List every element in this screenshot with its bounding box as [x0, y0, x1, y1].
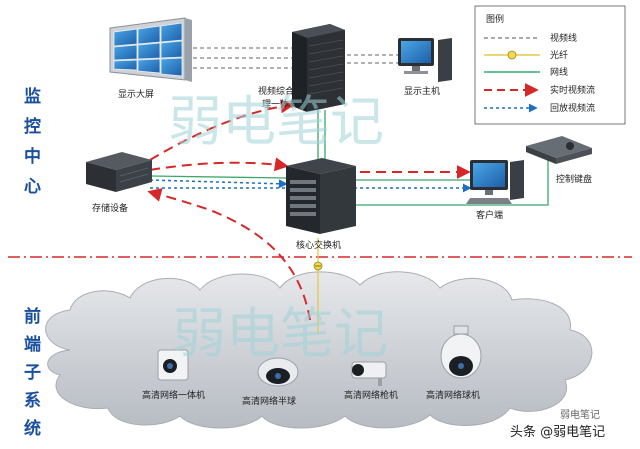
side-label-monitoring-center: 监 控 中 心	[24, 86, 41, 197]
legend: 图例 视频线 光纤 网线 实时视频流 回放视频流	[474, 5, 626, 125]
camera-bullet: 高清网络枪机	[344, 361, 398, 401]
legend-item-playback: 回放视频流	[550, 102, 595, 114]
network-lines	[149, 110, 549, 206]
svg-text:统: 统	[24, 418, 41, 439]
control-keyboard-device: 控制键盘	[526, 136, 592, 185]
legend-item-video-line: 视频线	[550, 32, 577, 44]
management-host-label-line1: 视频综合管	[258, 85, 303, 97]
legend-item-fiber: 光纤	[550, 49, 568, 61]
credit-small: 弱电笔记	[560, 408, 600, 421]
frontend-cloud	[45, 271, 593, 429]
core-switch-device: 核心交换机	[286, 158, 356, 251]
svg-text:中: 中	[24, 146, 41, 167]
video-lines	[186, 47, 400, 69]
client-label: 客户端	[476, 209, 503, 221]
credit: 头条 @弱电笔记	[510, 424, 605, 440]
display-wall-label: 显示大屏	[118, 88, 154, 100]
camera-dome: 高清网络半球	[242, 357, 299, 407]
storage-label: 存储设备	[92, 202, 128, 214]
playback-stream-lines	[149, 179, 472, 193]
side-label-frontend-system: 前 端 子 系 统	[24, 306, 41, 439]
client-device: 客户端	[466, 160, 524, 221]
display-host-label: 显示主机	[404, 85, 440, 97]
svg-text:子: 子	[24, 363, 41, 383]
management-host-label-line2: 理一体机	[262, 98, 298, 110]
camera-ptz-label: 高清网络球机	[426, 389, 480, 401]
svg-text:监: 监	[24, 86, 41, 107]
camera-box-label: 高清网络一体机	[142, 389, 205, 401]
camera-dome-label: 高清网络半球	[242, 395, 296, 407]
svg-text:前: 前	[24, 306, 41, 327]
svg-text:控: 控	[24, 116, 41, 137]
storage-device: 存储设备	[86, 152, 152, 214]
realtime-stream-lines	[147, 99, 471, 321]
watermark-top: 弱电笔记	[168, 90, 384, 153]
camera-bullet-label: 高清网络枪机	[344, 389, 398, 401]
svg-text:系: 系	[24, 391, 41, 411]
legend-item-network: 网线	[550, 66, 568, 78]
legend-item-realtime: 实时视频流	[550, 84, 595, 96]
camera-box: 高清网络一体机	[142, 349, 205, 401]
display-wall-device: 显示大屏	[109, 17, 192, 100]
fiber-line	[313, 238, 323, 335]
svg-text:端: 端	[24, 334, 41, 355]
control-keyboard-label: 控制键盘	[556, 173, 592, 185]
camera-ptz: 高清网络球机	[426, 325, 482, 401]
display-host-device: 显示主机	[398, 38, 452, 97]
legend-title: 图例	[486, 13, 504, 25]
watermark-bottom: 弱电笔记	[172, 302, 388, 365]
core-switch-label: 核心交换机	[296, 239, 341, 251]
svg-text:心: 心	[24, 177, 41, 197]
management-host-device: 视频综合管 理一体机	[258, 24, 345, 112]
